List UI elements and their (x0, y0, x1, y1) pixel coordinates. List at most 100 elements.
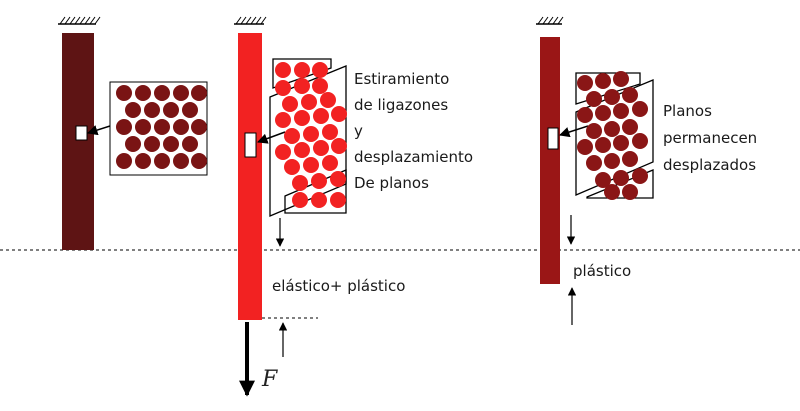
stretching-label: Estiramiento de ligazones y desplazamien… (354, 70, 478, 192)
atom (163, 136, 179, 152)
atom (292, 192, 308, 208)
atom-lattice-loaded (269, 58, 347, 217)
atom (322, 124, 338, 140)
support-hatch-icon (234, 16, 267, 25)
support-hatch-stroke (89, 16, 96, 25)
support-hatch-stroke (64, 16, 71, 25)
atom (154, 85, 170, 101)
atom (622, 87, 638, 103)
material-element-marker-icon (244, 132, 257, 158)
atom (604, 184, 620, 200)
pointer-arrow-icon (257, 131, 286, 144)
bar-initial-group (58, 16, 208, 250)
atom (301, 94, 317, 110)
support-hatch-stroke (74, 16, 81, 25)
support-hatch-stroke (537, 16, 544, 25)
atom (331, 138, 347, 154)
atom (604, 89, 620, 105)
atom (313, 140, 329, 156)
atom (144, 136, 160, 152)
atom (182, 136, 198, 152)
atom-lattice-unloaded (575, 71, 654, 200)
atom (116, 153, 132, 169)
planes-label-line: permanecen (663, 129, 757, 147)
atom (330, 171, 346, 187)
atom (182, 102, 198, 118)
atom (586, 155, 602, 171)
atom (191, 85, 207, 101)
atom (116, 85, 132, 101)
atom (294, 78, 310, 94)
atom (173, 119, 189, 135)
support-hatch-stroke (84, 16, 91, 25)
support-hatch-stroke (557, 16, 564, 25)
stretching-label-line: De planos (354, 174, 429, 192)
atom (604, 121, 620, 137)
material-element-marker-icon (75, 125, 88, 141)
atom (135, 119, 151, 135)
atom (191, 153, 207, 169)
lattice-outline (272, 58, 332, 89)
plastic-label: plástico (573, 262, 631, 280)
support-hatch-stroke (260, 16, 267, 25)
atom (191, 119, 207, 135)
planes-label-line: Planos (663, 102, 712, 120)
atom (144, 102, 160, 118)
atom (135, 153, 151, 169)
atom (275, 62, 291, 78)
bar-unloaded-group: plástico (536, 16, 654, 325)
atom (282, 96, 298, 112)
atom (613, 135, 629, 151)
atom (595, 105, 611, 121)
atom (135, 85, 151, 101)
support-hatch-stroke (235, 16, 242, 25)
atom (320, 92, 336, 108)
support-hatch-stroke (94, 16, 101, 25)
atom (154, 153, 170, 169)
pointer-arrow-icon (86, 125, 111, 136)
stretching-label-line: de ligazones (354, 96, 448, 114)
atom (330, 192, 346, 208)
planes-label-line: desplazados (663, 156, 756, 174)
support-hatch-stroke (547, 16, 554, 25)
atom (173, 153, 189, 169)
atom (577, 75, 593, 91)
stretching-label-line: desplazamiento (354, 148, 473, 166)
atom (595, 172, 611, 188)
support-hatch-icon (58, 16, 101, 25)
atom (312, 78, 328, 94)
support-hatch-stroke (240, 16, 247, 25)
support-hatch-stroke (69, 16, 76, 25)
stretching-label-line: Estiramiento (354, 70, 449, 88)
atom (294, 110, 310, 126)
atom (577, 139, 593, 155)
atom (622, 184, 638, 200)
atom (294, 142, 310, 158)
atom (173, 85, 189, 101)
bar-initial (62, 33, 94, 250)
atom (284, 128, 300, 144)
atom (586, 123, 602, 139)
support-hatch-stroke (245, 16, 252, 25)
atom (284, 159, 300, 175)
support-hatch-stroke (59, 16, 66, 25)
pointer-arrow-icon (559, 125, 589, 138)
atom (292, 175, 308, 191)
atom (163, 102, 179, 118)
material-element-marker-icon (547, 127, 559, 150)
atom (311, 192, 327, 208)
bar-unloaded (540, 37, 560, 284)
bar-loaded-group: F elástico+ plástico (234, 16, 405, 397)
support-hatch-stroke (255, 16, 262, 25)
support-hatch-stroke (79, 16, 86, 25)
atom (303, 126, 319, 142)
atom (275, 144, 291, 160)
support-hatch-stroke (250, 16, 257, 25)
atom (313, 108, 329, 124)
atom (604, 153, 620, 169)
support-hatch-stroke (542, 16, 549, 25)
atom (275, 80, 291, 96)
lattice-outline (586, 169, 654, 199)
atom (294, 62, 310, 78)
atom (613, 170, 629, 186)
